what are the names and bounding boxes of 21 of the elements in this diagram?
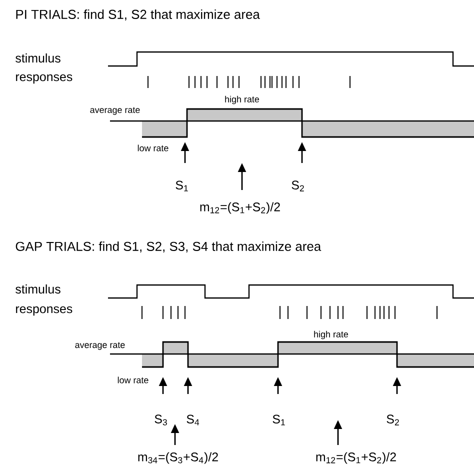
event-label: S$_{1}$: [272, 414, 285, 426]
rate-label: average rate: [90, 107, 140, 115]
midpoint-label: m$_{12}$=(S$_{1}$+S$_{2}$)/2: [200, 202, 280, 214]
row-label: responses: [16, 74, 72, 84]
row-label: responses: [16, 306, 72, 316]
section-heading: GAP TRIALS: find S1, S2, S3, S4 that maximize area: [16, 241, 322, 253]
row-label: stimulus: [16, 284, 60, 294]
section-heading: PI TRIALS: find S1, S2 that maximize area: [16, 9, 260, 21]
midpoint-label: m$_{34}$=(S$_{3}$+S$_{4}$)/2: [138, 452, 218, 464]
midpoint-label: m$_{12}$=(S$_{1}$+S$_{2}$)/2: [316, 452, 396, 464]
event-label: S$_{4}$: [186, 414, 200, 426]
event-label: S$_{2}$: [386, 414, 399, 426]
rate-label: low rate: [118, 376, 148, 384]
event-label: S$_{3}$: [154, 414, 167, 426]
rate-label: high rate: [314, 330, 348, 340]
rate-label: high rate: [225, 96, 260, 104]
row-label: stimulus: [16, 53, 60, 63]
event-label: S$_{1}$: [176, 180, 188, 192]
event-label: S$_{2}$: [292, 180, 304, 192]
rate-label: average rate: [75, 342, 125, 350]
rate-label: low rate: [138, 144, 168, 152]
